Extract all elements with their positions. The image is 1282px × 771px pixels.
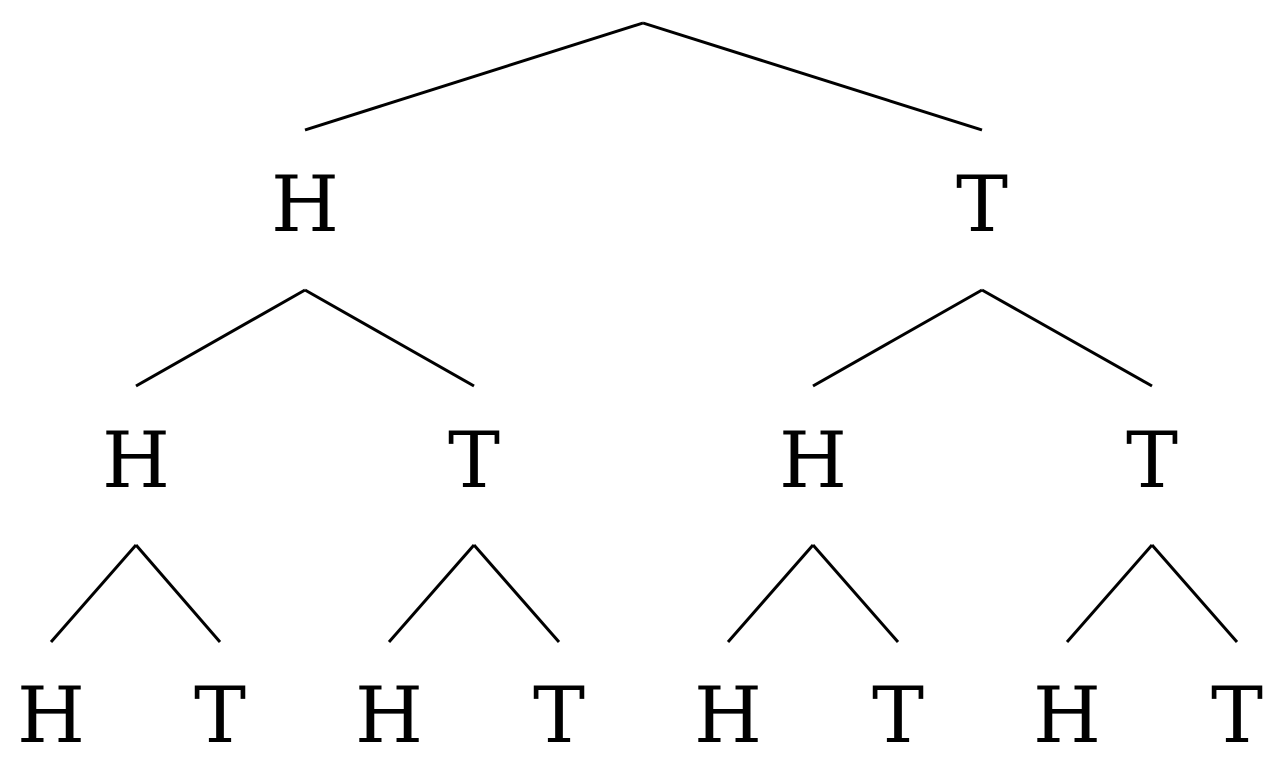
edge-hh-to-hht (134, 544, 222, 643)
node-level3-htt: T (533, 671, 585, 761)
node-level3-hth: H (355, 671, 423, 761)
node-level2-hh: H (102, 416, 170, 506)
node-level3-tht: T (872, 671, 924, 761)
edge-hh-to-hhh (49, 544, 138, 643)
edge-t-to-th (812, 288, 983, 388)
node-level2-tt: T (1126, 416, 1178, 506)
edge-th-to-tht (811, 544, 900, 643)
edge-th-to-thh (726, 544, 815, 643)
node-level3-tth: H (1033, 671, 1101, 761)
node-level2-th: H (779, 416, 847, 506)
node-level3-ttt: T (1211, 671, 1263, 761)
edge-h-to-hh (135, 288, 306, 388)
edge-tt-to-ttt (1150, 544, 1239, 643)
node-level1-t: T (956, 160, 1008, 250)
edge-h-to-ht (304, 288, 475, 388)
edge-ht-to-hth (387, 544, 476, 643)
node-level3-hhh: H (17, 671, 85, 761)
node-level2-ht: T (448, 416, 500, 506)
edge-tt-to-tth (1065, 544, 1154, 643)
edge-root-to-h (304, 21, 644, 132)
node-level3-hht: T (194, 671, 246, 761)
edge-t-to-tt (981, 288, 1153, 388)
node-level1-h: H (271, 160, 339, 250)
edge-root-to-t (642, 21, 983, 132)
node-level3-thh: H (694, 671, 762, 761)
edge-ht-to-htt (472, 544, 561, 643)
